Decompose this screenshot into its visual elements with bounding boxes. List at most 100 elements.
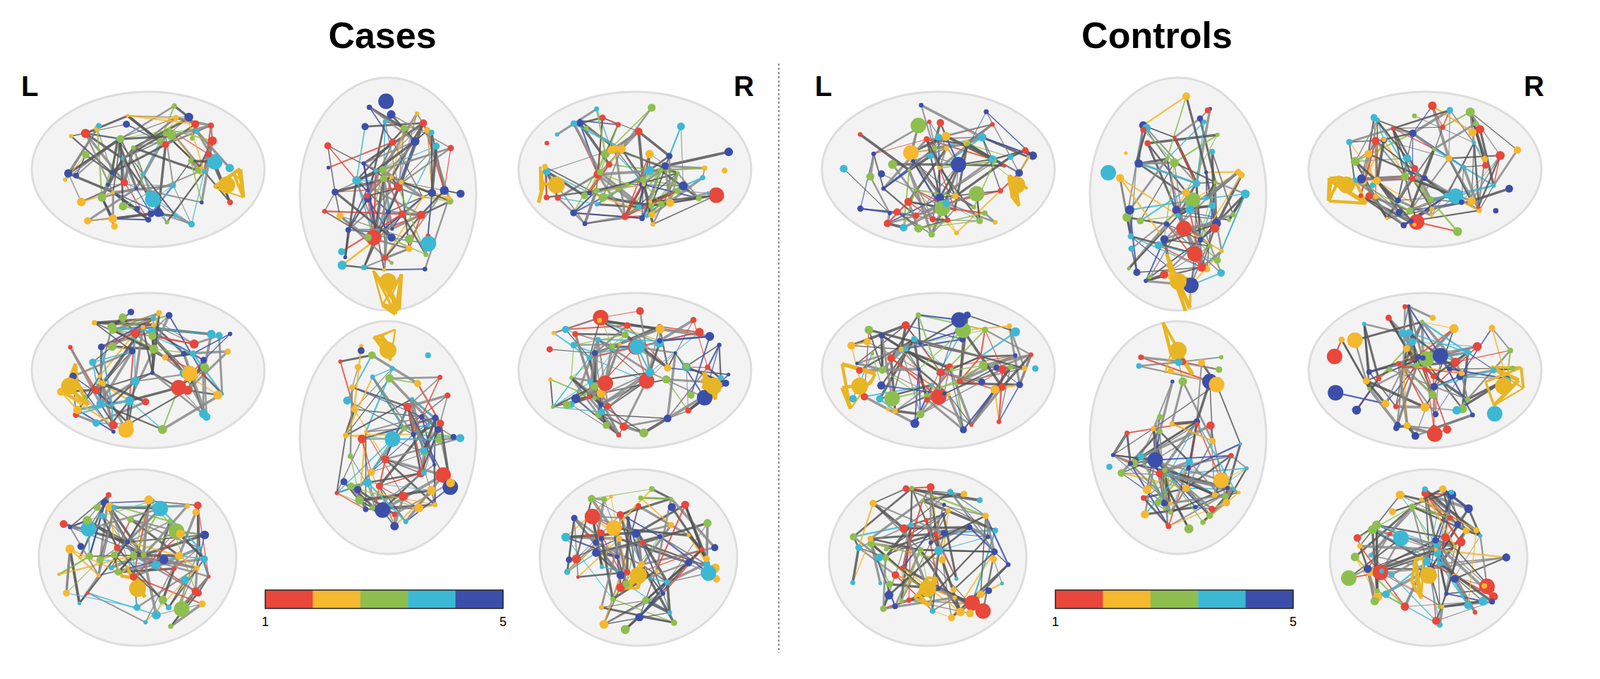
network-node xyxy=(667,610,673,616)
network-node xyxy=(188,220,195,228)
network-node xyxy=(421,469,427,476)
network-node xyxy=(607,145,616,154)
network-node xyxy=(343,255,348,260)
network-node xyxy=(118,201,127,211)
brain-outline xyxy=(38,469,237,646)
brain-outline xyxy=(299,77,477,311)
network-node xyxy=(145,191,150,196)
network-node xyxy=(952,192,959,199)
network-node xyxy=(639,428,649,438)
network-edge xyxy=(601,607,674,623)
network-edge xyxy=(594,328,660,353)
network-node xyxy=(141,551,147,558)
network-node xyxy=(165,604,172,611)
network-node xyxy=(661,591,666,596)
network-node xyxy=(76,197,86,206)
network-edge xyxy=(677,172,700,199)
network-node xyxy=(596,317,602,323)
network-node xyxy=(342,432,349,439)
network-node xyxy=(428,129,435,136)
network-node xyxy=(953,230,959,236)
network-node xyxy=(92,419,100,427)
network-edge xyxy=(427,130,433,194)
network-node xyxy=(654,338,664,348)
network-node xyxy=(923,136,930,142)
network-node xyxy=(159,554,169,564)
network-node xyxy=(113,543,121,551)
network-node xyxy=(605,161,613,168)
network-node xyxy=(83,395,88,400)
network-node xyxy=(934,133,942,141)
network-edge xyxy=(584,184,628,196)
brain-view xyxy=(31,292,265,448)
network-node xyxy=(982,210,988,216)
network-node xyxy=(570,514,578,521)
network-node xyxy=(184,502,191,509)
network-edge xyxy=(117,547,169,608)
network-node xyxy=(347,452,354,459)
network-node xyxy=(208,136,218,146)
network-node xyxy=(943,145,949,151)
network-node xyxy=(639,539,645,545)
network-node xyxy=(705,331,715,341)
network-node xyxy=(351,405,358,412)
network-node xyxy=(338,359,343,364)
network-node xyxy=(1028,150,1038,160)
network-edge xyxy=(659,336,710,341)
network-node xyxy=(404,234,415,244)
network-edge xyxy=(660,536,713,568)
network-node xyxy=(131,145,137,151)
network-edge xyxy=(68,138,121,174)
colorbar-segment xyxy=(312,589,361,609)
network-node xyxy=(384,431,400,447)
network-edge xyxy=(364,163,402,183)
network-edge xyxy=(198,547,209,577)
network-node xyxy=(562,325,570,333)
network-node xyxy=(662,375,671,384)
network-node xyxy=(64,169,73,178)
network-edge xyxy=(367,472,424,483)
network-edge xyxy=(345,433,414,436)
network-edge xyxy=(553,407,602,412)
network-node xyxy=(635,613,645,622)
network-node xyxy=(622,580,630,588)
network-node xyxy=(615,553,621,559)
network-edge xyxy=(573,344,595,353)
network-node xyxy=(708,187,724,204)
network-node xyxy=(189,136,195,142)
network-node xyxy=(172,565,177,571)
network-edge xyxy=(621,107,652,149)
network-node xyxy=(390,366,396,372)
network-edge xyxy=(688,535,702,550)
network-edge xyxy=(240,169,244,198)
network-node xyxy=(352,176,361,185)
network-node xyxy=(641,182,647,187)
network-node xyxy=(638,495,644,501)
network-edge xyxy=(859,134,910,171)
network-edge xyxy=(594,385,625,427)
network-node xyxy=(591,548,601,557)
network-node xyxy=(685,558,693,566)
network-node xyxy=(227,331,233,336)
network-node xyxy=(447,144,454,151)
brain-outline xyxy=(31,91,265,247)
network-edge xyxy=(152,372,207,417)
network-edge xyxy=(351,486,376,508)
network-edge xyxy=(598,414,644,433)
network-node xyxy=(598,604,604,610)
network-edge xyxy=(127,565,131,571)
network-edge xyxy=(669,126,681,156)
network-node xyxy=(432,502,438,508)
network-node xyxy=(147,210,155,218)
network-edge xyxy=(328,145,357,180)
network-node xyxy=(673,350,678,355)
network-node xyxy=(411,431,417,437)
network-node xyxy=(587,494,596,503)
network-node xyxy=(572,554,582,564)
network-node xyxy=(144,495,154,505)
network-node xyxy=(148,331,157,341)
network-node xyxy=(582,221,588,227)
network-node xyxy=(198,600,206,608)
network-node xyxy=(158,595,168,604)
network-node xyxy=(721,167,728,173)
